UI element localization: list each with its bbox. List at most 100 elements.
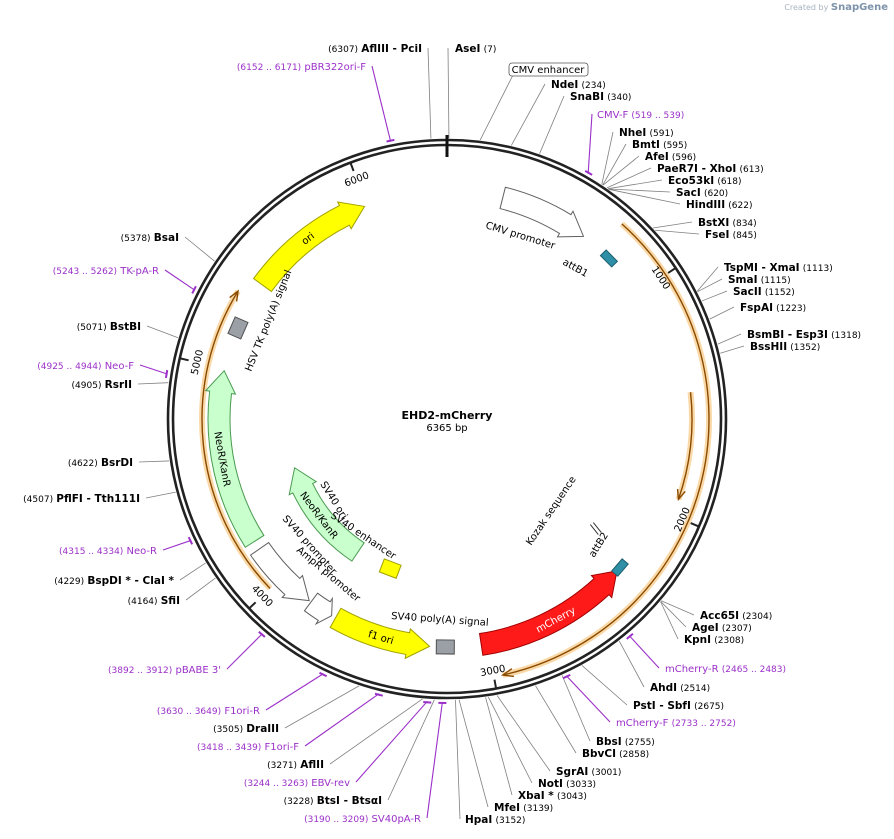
site-name-bmti: BmtI: [632, 139, 660, 151]
site-leader-bstxi-11: [653, 221, 693, 229]
primer-loc-mcherry-r: (2465 .. 2483): [722, 665, 786, 675]
site-loc-fspai: (1223): [776, 304, 806, 314]
site-leader-noti-27: [487, 696, 533, 784]
site-label-fsei: FseI (845): [705, 229, 757, 241]
site-loc-afliii-pcii: (6307): [328, 45, 358, 55]
primer-tick-f1ori-f: [374, 692, 383, 697]
site-loc-bbsi: (2755): [625, 738, 655, 748]
site-label-saci: SacI (620): [676, 187, 728, 199]
site-label-sacii: SacII (1152): [733, 286, 795, 298]
site-label-hpai: HpaI (3152): [465, 814, 525, 826]
inner-label-attb2: attB2: [587, 531, 611, 560]
site-name-acc65i: Acc65I: [700, 610, 739, 622]
orf-arrowhead-0: [500, 668, 514, 678]
primer-leader-cmv-f-1: [587, 113, 593, 174]
feature-mcherry-arrow: [478, 570, 618, 656]
site-label-nhei: NheI (591): [619, 127, 674, 139]
site-loc-bmti: (595): [663, 141, 687, 151]
site-label-fspai: FspAI (1223): [740, 302, 806, 314]
site-name-hindiii: HindIII: [686, 199, 725, 211]
primer-name-tk-pa-r: TK-pA-R: [119, 266, 159, 277]
site-loc-ndei: (234): [582, 81, 606, 91]
site-label-paer7i-xhoi: PaeR7I - XhoI (613): [657, 163, 764, 175]
site-loc-rsrii: (4905): [72, 381, 102, 391]
tick-label-5000: 5000: [190, 349, 206, 376]
primer-loc-sv40pa-r: (3190 .. 3209): [304, 815, 368, 825]
site-name-afei: AfeI: [645, 151, 669, 163]
site-loc-nhei: (591): [649, 129, 673, 139]
primer-tick-pbr322ori-f: [386, 138, 395, 143]
site-label-bsmbi-esp3i: BsmBI - Esp3I (1318): [747, 329, 861, 341]
site-loc-saci: (620): [704, 189, 728, 199]
site-name-btsi-bts-i: BtsI - BtsαI: [317, 795, 382, 807]
site-label-afei: AfeI (596): [645, 151, 696, 163]
site-label-bsai: (5378) BsaI: [121, 232, 179, 244]
site-loc-kpni: (2308): [714, 636, 744, 646]
primer-leader-mcherry-f-7: [565, 675, 611, 723]
primer-loc-neo-f: (4925 .. 4944): [37, 362, 101, 372]
site-leader-bsai-40: [184, 236, 215, 262]
site-label-snabi: SnaBI (340): [570, 91, 631, 103]
feature-sv40-poly-a-signal-box: [435, 639, 455, 655]
primer-label-tk-pa-r: (5243 .. 5262) TK-pA-R: [53, 266, 159, 277]
site-name-fspai: FspAI: [740, 302, 773, 314]
primer-loc-pbabe-3-: (3892 .. 3912): [108, 666, 172, 676]
snapgene-brand: Created by SnapGene: [784, 2, 888, 13]
site-loc-afei: (596): [672, 153, 696, 163]
site-label-bsrdi: (4622) BsrDI: [68, 457, 133, 469]
site-loc-xbai-: (3043): [557, 792, 587, 802]
primer-name-pbabe-3-: pBABE 3': [175, 665, 221, 676]
site-loc-noti: (3033): [566, 780, 596, 790]
feature-sv40-promoter-arrow: [249, 541, 310, 602]
primer-loc-mcherry-f: (2733 .. 2752): [672, 719, 736, 729]
site-leader-hindiii-10: [608, 188, 681, 205]
site-loc-sacii: (1152): [765, 288, 795, 298]
site-loc-acc65i: (2304): [742, 612, 772, 622]
site-leader-sfii-34: [185, 577, 216, 601]
snapgene-logo: SnapGene: [830, 2, 888, 13]
site-name-bbsi: BbsI: [596, 736, 622, 748]
site-name-fsei: FseI: [705, 229, 729, 241]
primer-leader-f1ori-r-8: [265, 673, 324, 711]
site-loc-bbvci: (2858): [619, 750, 649, 760]
site-label-bstxi: BstXI (834): [698, 217, 757, 229]
site-leader-paer7i-xhoi-7: [606, 167, 652, 189]
orf-arrowhead-2: [676, 488, 686, 502]
site-loc-agei: (2307): [722, 624, 752, 634]
site-loc-paer7i-xhoi: (613): [739, 165, 763, 175]
site-label-tspmi-xmai: TspMI - XmaI (1113): [724, 262, 833, 274]
site-loc-bsmbi-esp3i: (1318): [831, 331, 861, 341]
feature-cmv-promoter-arrow: [499, 186, 585, 238]
leader-line-layer: [137, 47, 745, 820]
feature-attb2-box: [611, 558, 629, 577]
feature-sv40-ori-box: [378, 558, 402, 579]
site-loc-sfii: (4164): [128, 597, 158, 607]
feature-neor-kanr-arrow: [204, 369, 265, 548]
site-leader-bsrdi-37: [138, 460, 170, 463]
site-name-bsrdi: BsrDI: [101, 457, 133, 469]
site-name-smai: SmaI: [728, 274, 758, 286]
primer-leader-f1ori-f-9: [304, 693, 380, 747]
site-loc-bsai: (5378): [121, 234, 151, 244]
site-label-afliii-pcii: (6307) AflIII - PciI: [328, 43, 422, 55]
site-name-bsshii: BssHII: [750, 341, 787, 353]
site-label-ndei: NdeI (234): [551, 79, 606, 91]
site-label-btsi-bts-i: (3228) BtsI - BtsαI: [284, 795, 382, 807]
site-name-psti-sbfi: PstI - SbfI: [633, 700, 691, 712]
site-leader-rsrii-38: [137, 382, 169, 385]
site-name-saci: SacI: [676, 187, 701, 199]
primer-label-neo-r: (4315 .. 4334) Neo-R: [59, 546, 157, 557]
site-loc-bsrdi: (4622): [68, 459, 98, 469]
site-loc-aflii: (3271): [267, 761, 297, 771]
tick-label-3000: 3000: [479, 664, 506, 679]
site-label-eco53ki: Eco53kI (618): [668, 175, 742, 187]
site-name-snabi: SnaBI: [570, 91, 604, 103]
site-leader-eco53ki-8: [607, 179, 663, 190]
site-name-asei: AseI: [455, 43, 480, 55]
site-name-bbvci: BbvCI: [582, 748, 616, 760]
primer-label-f1ori-r: (3630 .. 3649) F1ori-R: [157, 706, 260, 717]
site-name-draiii: DraIII: [246, 723, 279, 735]
